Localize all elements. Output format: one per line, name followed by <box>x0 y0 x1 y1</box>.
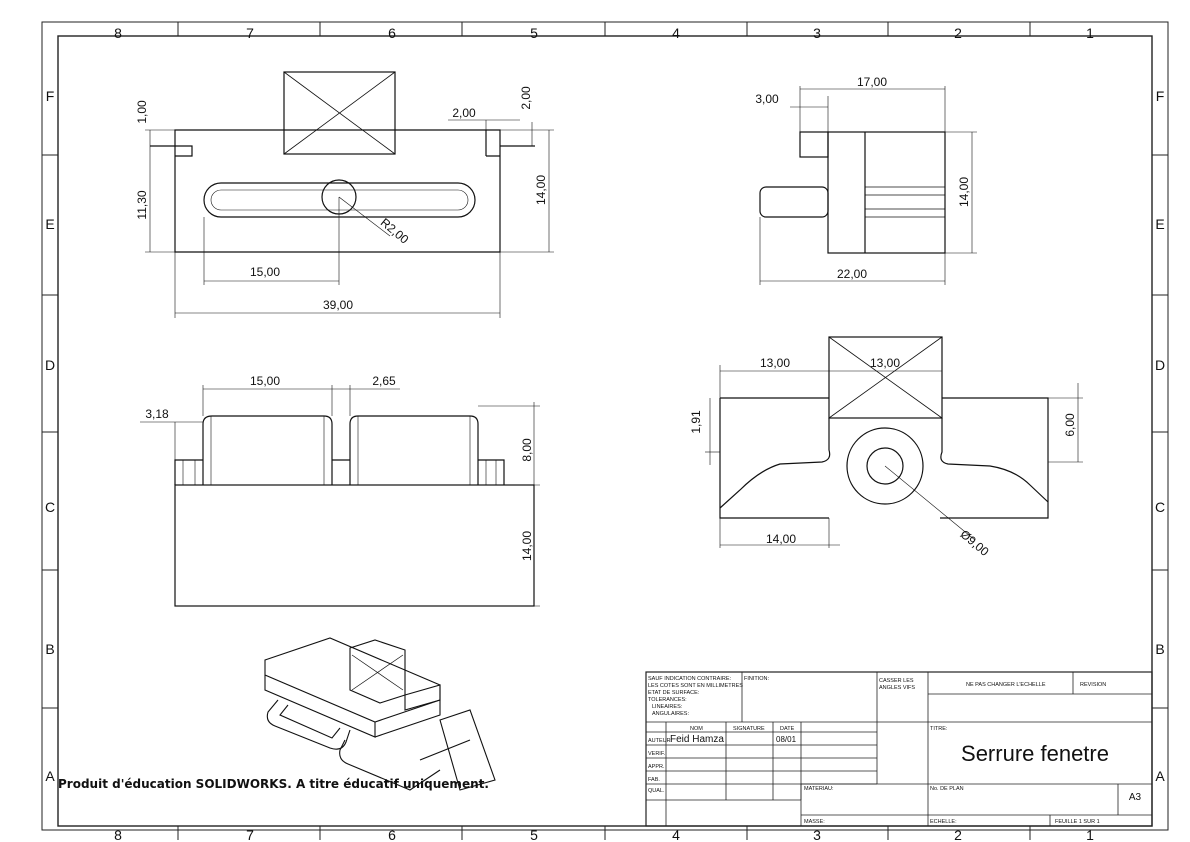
isometric-view <box>264 637 496 791</box>
tb-echelle: ECHELLE: <box>930 819 957 825</box>
tb-col-nom: NOM <box>690 726 703 732</box>
row-label: F <box>46 88 55 104</box>
dim-label: 2,65 <box>372 374 396 388</box>
tb-casser: CASSER LES <box>879 678 914 684</box>
dim-label: 3,00 <box>755 92 779 106</box>
side-view-dimensions <box>759 86 977 285</box>
dim-label: 2,00 <box>519 86 533 110</box>
col-label: 5 <box>530 25 538 41</box>
dim-label: 6,00 <box>1063 413 1077 437</box>
col-label: 4 <box>672 827 680 842</box>
col-label: 3 <box>813 827 821 842</box>
tb-feuille: FEUILLE 1 SUR 1 <box>1055 819 1100 825</box>
dim-label: 11,30 <box>135 190 149 219</box>
col-label: 8 <box>114 827 122 842</box>
sheet-size: A3 <box>1129 792 1142 803</box>
dim-label: 39,00 <box>323 298 353 312</box>
col-label: 6 <box>388 827 396 842</box>
dim-label: 14,00 <box>957 177 971 207</box>
tb-col-signature: SIGNATURE <box>733 726 765 732</box>
right-view-dimensions <box>705 365 1083 548</box>
dim-label: 1,91 <box>689 410 703 434</box>
tb-row-label: FAB. <box>648 777 660 783</box>
author-name: Feid Hamza <box>670 734 724 745</box>
dim-label: 3,18 <box>145 407 169 421</box>
title-block-values: Feid Hamza 08/01 Serrure fenetre A3 <box>670 734 1142 803</box>
row-label: B <box>45 641 54 657</box>
title-block <box>645 671 1153 827</box>
dim-label: 13,00 <box>870 356 900 370</box>
col-label: 1 <box>1086 827 1094 842</box>
watermark-text: Produit d'éducation SOLIDWORKS. A titre … <box>58 777 489 791</box>
title-block-text: SAUF INDICATION CONTRAIRE: LES COTES SON… <box>648 676 1106 825</box>
dim-label: 15,00 <box>250 265 280 279</box>
col-label: 5 <box>530 827 538 842</box>
front-view-dim-labels: 3,18 15,00 2,65 8,00 14,00 <box>145 374 534 561</box>
dim-label: 14,00 <box>520 531 534 561</box>
tb-revision: REVISION <box>1080 682 1106 688</box>
dim-label: 22,00 <box>837 267 867 281</box>
tb-no-plan: No. DE PLAN <box>930 786 964 792</box>
tb-note: ANGULAIRES: <box>652 711 689 717</box>
tb-col-date: DATE <box>780 726 795 732</box>
tb-note: SAUF INDICATION CONTRAIRE: <box>648 676 731 682</box>
tb-row-label: APPR. <box>648 764 665 770</box>
col-label: 4 <box>672 25 680 41</box>
dim-label: 14,00 <box>534 175 548 205</box>
col-label: 2 <box>954 827 962 842</box>
row-label: F <box>1156 88 1165 104</box>
dim-label: 8,00 <box>520 438 534 462</box>
tb-note: LINEAIRES: <box>652 704 683 710</box>
tb-materiau: MATERIAU: <box>804 786 834 792</box>
tb-titre: TITRE: <box>930 726 948 732</box>
col-label: 2 <box>954 25 962 41</box>
zone-labels: 8 7 6 5 4 3 2 1 8 7 6 5 4 3 2 1 F E D C … <box>45 25 1165 842</box>
dim-label: 2,00 <box>452 106 476 120</box>
tb-ne-pas-changer: NE PAS CHANGER L'ECHELLE <box>966 682 1046 688</box>
col-label: 1 <box>1086 25 1094 41</box>
tb-row-label: VERIF. <box>648 751 666 757</box>
row-label: D <box>45 357 55 373</box>
row-label: C <box>1155 499 1165 515</box>
author-date: 08/01 <box>776 735 797 744</box>
row-label: C <box>45 499 55 515</box>
col-label: 7 <box>246 827 254 842</box>
row-label: A <box>1155 768 1165 784</box>
row-label: A <box>45 768 55 784</box>
dim-label: 1,00 <box>135 100 149 124</box>
front-view-dimensions <box>140 385 540 607</box>
row-label: E <box>45 216 54 232</box>
row-label: D <box>1155 357 1165 373</box>
drawing-title: Serrure fenetre <box>961 741 1109 766</box>
side-view-dim-labels: 3,00 17,00 14,00 22,00 <box>755 75 971 281</box>
dim-label: 17,00 <box>857 75 887 89</box>
col-label: 6 <box>388 25 396 41</box>
row-label: B <box>1155 641 1164 657</box>
top-view-dimensions <box>145 119 554 318</box>
col-label: 8 <box>114 25 122 41</box>
tb-row-label: AUTEUR <box>648 738 671 744</box>
tb-note: ETAT DE SURFACE: <box>648 690 700 696</box>
tb-finition: FINITION: <box>744 676 770 682</box>
tb-masse: MASSE: <box>804 819 825 825</box>
row-label: E <box>1155 216 1164 232</box>
side-view <box>759 131 946 254</box>
dim-label: 15,00 <box>250 374 280 388</box>
tb-row-label: QUAL. <box>648 788 665 794</box>
tb-note: LES COTES SONT EN MILLIMETRES <box>648 683 743 689</box>
col-label: 7 <box>246 25 254 41</box>
dim-label: 13,00 <box>760 356 790 370</box>
col-label: 3 <box>813 25 821 41</box>
dim-label: 14,00 <box>766 532 796 546</box>
zone-ticks <box>42 22 1168 840</box>
tb-note: TOLERANCES: <box>648 697 687 703</box>
tb-casser: ANGLES VIFS <box>879 685 915 691</box>
